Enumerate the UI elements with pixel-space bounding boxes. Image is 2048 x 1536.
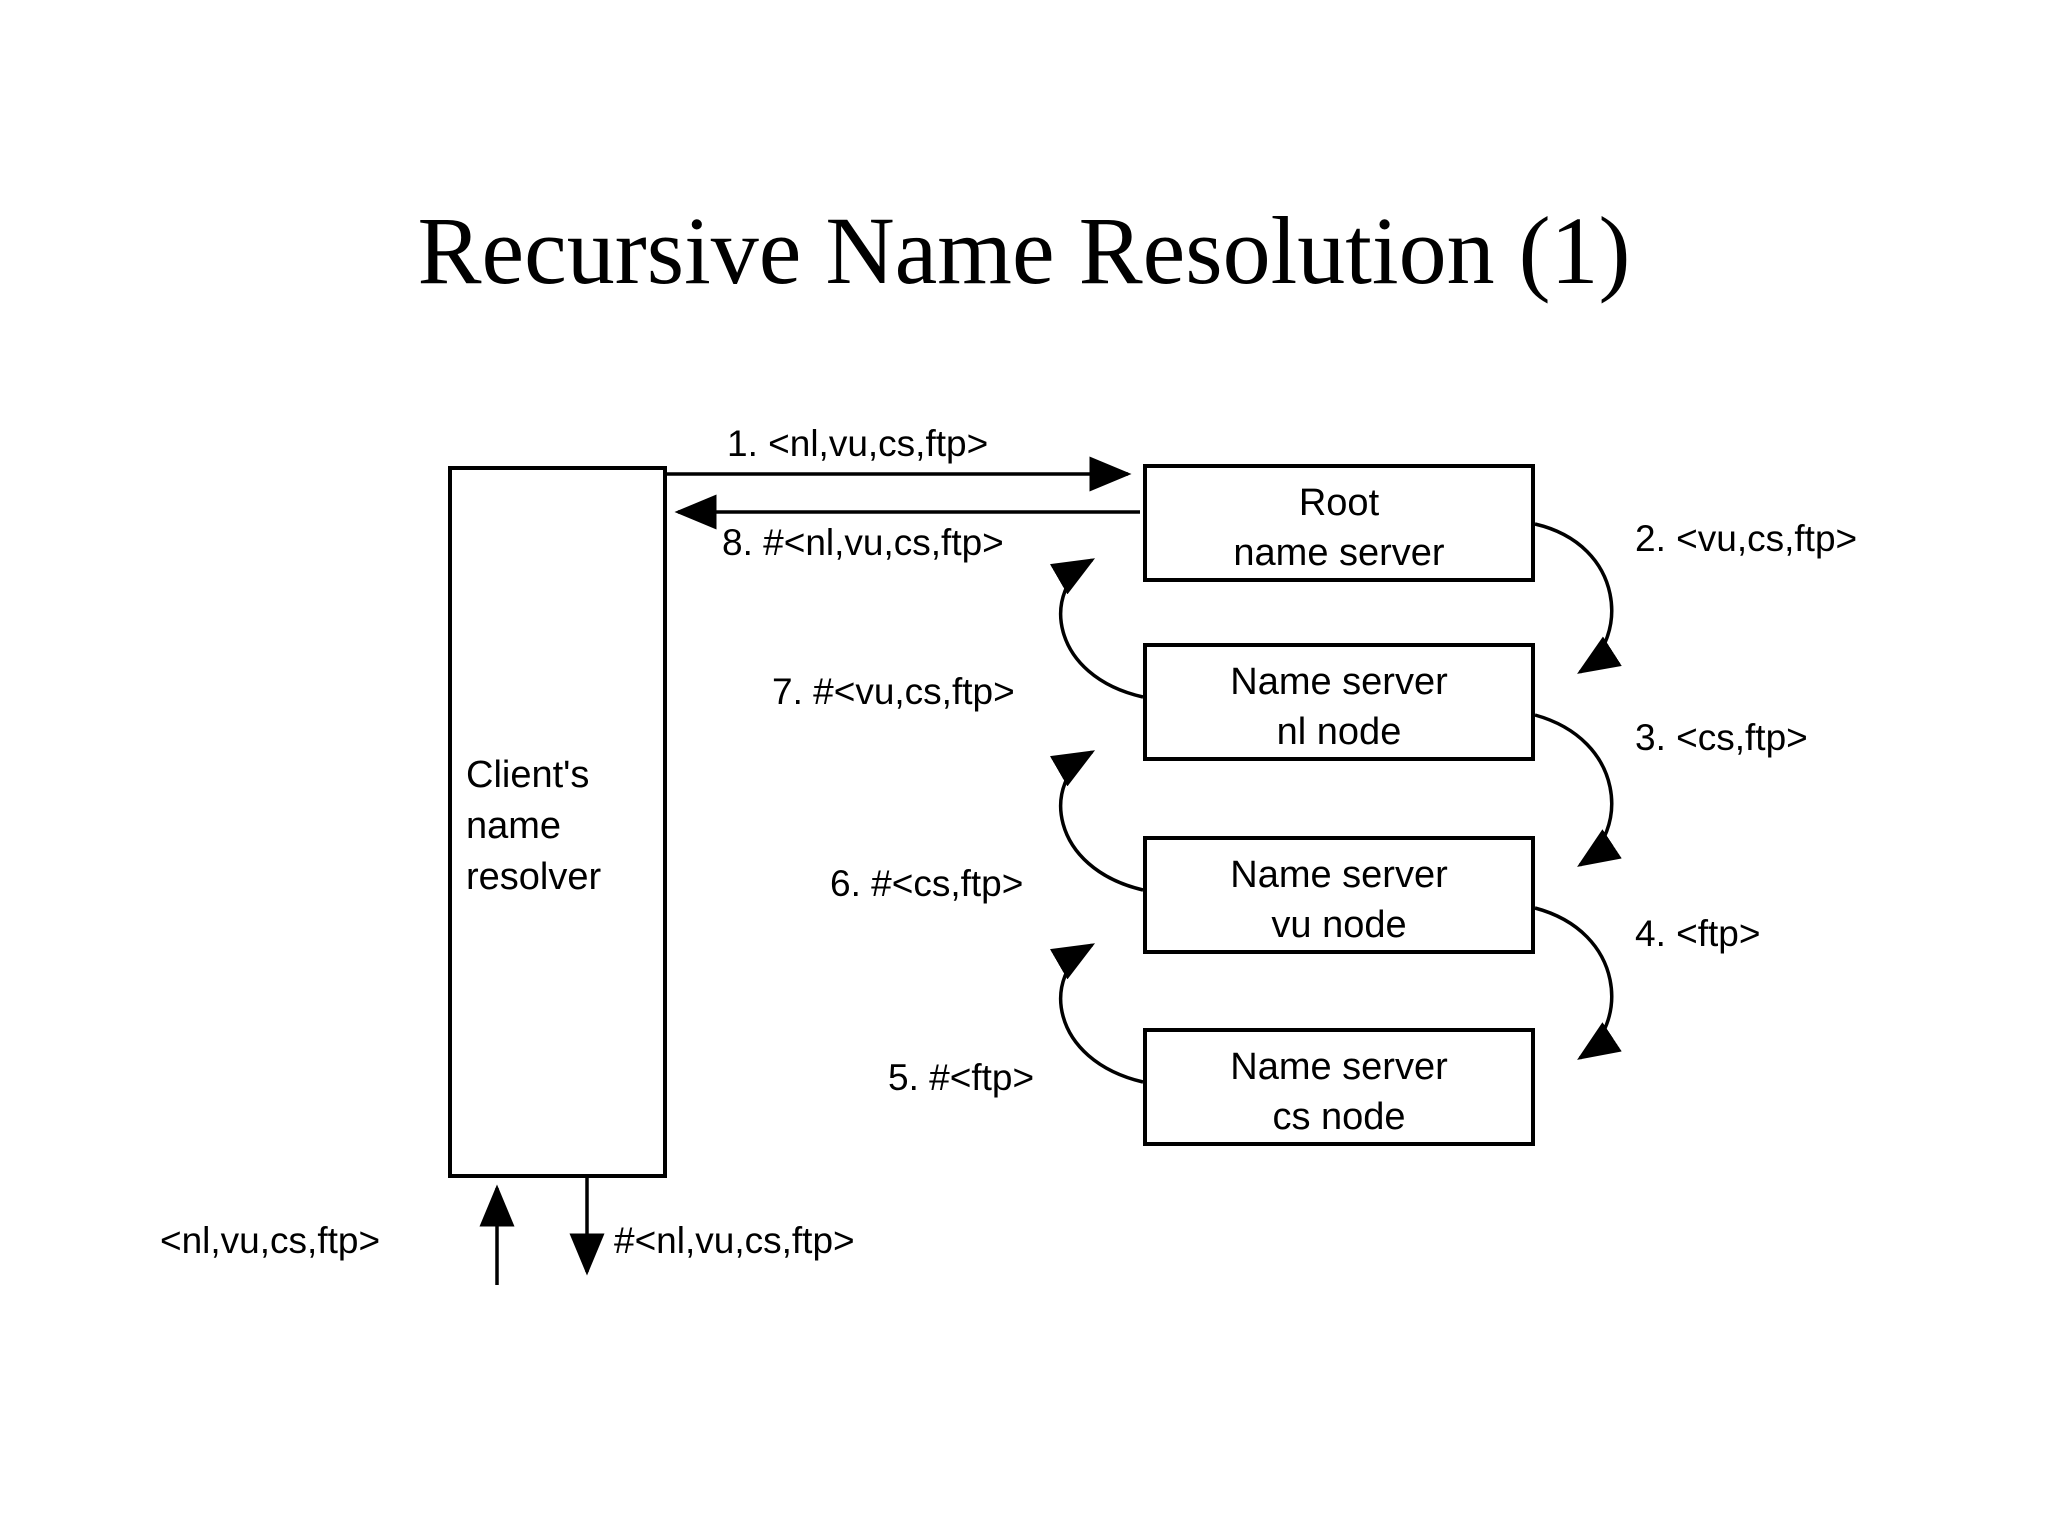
server-box-nl	[1143, 643, 1535, 761]
edge-label-step-4: 4. <ftp>	[1635, 913, 1761, 954]
server-box-root	[1143, 464, 1535, 582]
edge-label-step-7: 7. #<vu,cs,ftp>	[772, 671, 1015, 712]
arrow-step-3	[1534, 713, 1622, 867]
page-title: Recursive Name Resolution (1)	[417, 197, 1631, 304]
arrow-step-7	[1049, 558, 1144, 699]
server-label-cs: Name server cs node	[1230, 1046, 1448, 1138]
client-resolver-label: Client's name resolver	[466, 754, 602, 898]
client-resolver-box	[448, 466, 667, 1178]
server-box-vu	[1143, 836, 1535, 954]
server-label-root: Root name server	[1233, 482, 1445, 574]
edge-label-step-3: 3. <cs,ftp>	[1635, 717, 1808, 758]
client-output-label: #<nl,vu,cs,ftp>	[614, 1220, 855, 1261]
server-label-nl: Name server nl node	[1230, 661, 1448, 753]
arrow-step-5	[1049, 943, 1144, 1084]
arrow-step-6	[1049, 750, 1144, 892]
client-input-label: <nl,vu,cs,ftp>	[160, 1220, 381, 1261]
arrow-step-2	[1534, 522, 1622, 674]
edge-label-step-8: 8. #<nl,vu,cs,ftp>	[722, 522, 1004, 563]
edge-label-step-6: 6. #<cs,ftp>	[830, 863, 1024, 904]
edge-label-step-2: 2. <vu,cs,ftp>	[1635, 518, 1858, 559]
server-box-cs	[1143, 1028, 1535, 1146]
edge-label-step-1: 1. <nl,vu,cs,ftp>	[727, 423, 989, 464]
server-label-vu: Name server vu node	[1230, 854, 1448, 946]
arrow-step-4	[1534, 906, 1622, 1060]
edge-label-step-5: 5. #<ftp>	[888, 1057, 1035, 1098]
